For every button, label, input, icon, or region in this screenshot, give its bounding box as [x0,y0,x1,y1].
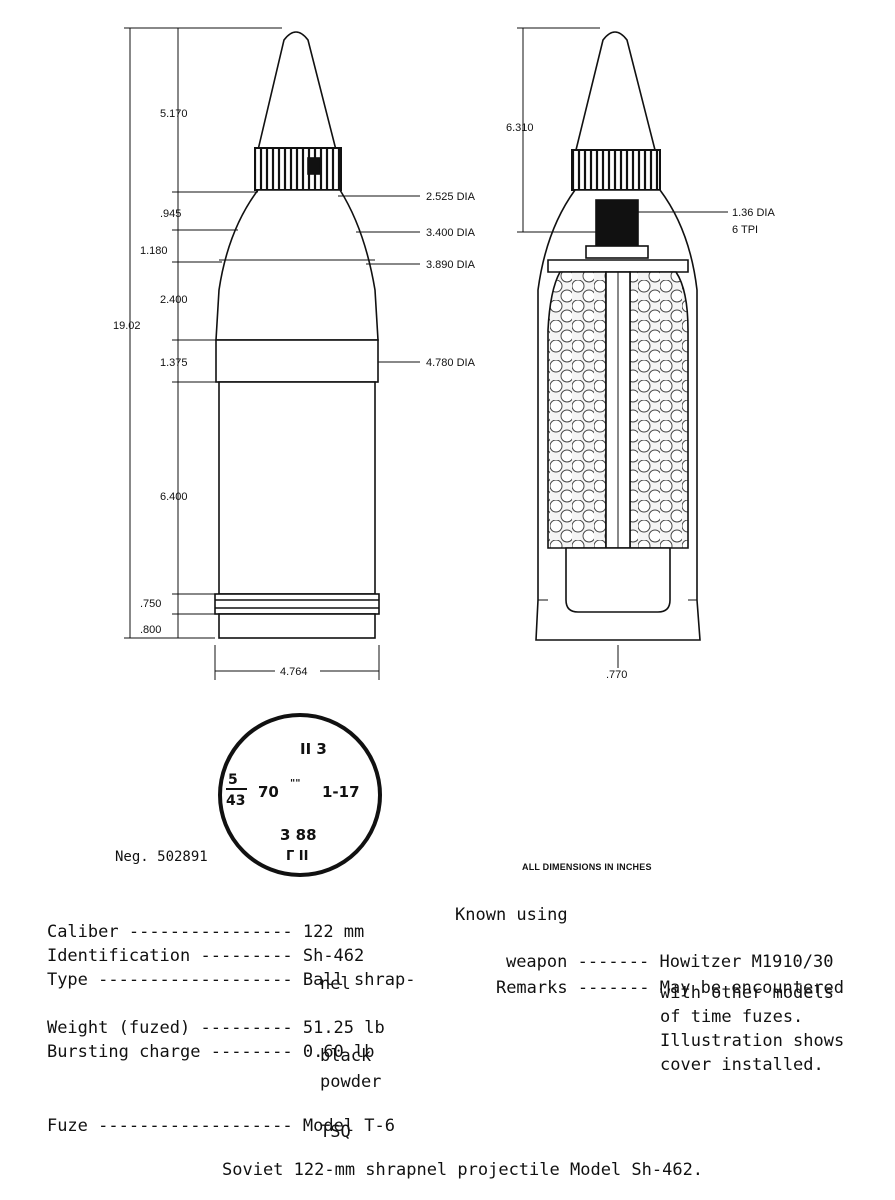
dim-2400: 2.400 [160,294,188,306]
dim-overall-length: 19.02 [113,320,141,332]
stamp-bottom: Г II [286,849,308,864]
spec-value: Model T-6 [302,1116,395,1136]
spec-label: Fuze [46,1116,88,1136]
dim-dia-3890: 3.890 DIA [426,259,476,271]
spec-value: 0.60 lb [302,1042,375,1062]
stamp-fraction-denominator: 43 [226,793,245,809]
spec-value: 51.25 lb [302,1018,385,1038]
remarks-line-4: Illustration shows [660,1031,845,1051]
spec-known-row: weapon ------- Howitzer M1910/30 [465,932,834,992]
remarks-line-2: with other models [660,983,834,1003]
spec-caliber: Caliber ---------------- 122 mm [6,902,364,962]
spec-leader: ------- [567,978,660,998]
spec-leader: -------- [200,1042,303,1062]
spec-fuze-cont: TSQ [320,1122,351,1142]
dim-nose-length: 5.170 [160,108,188,120]
spec-label: Identification [46,946,191,966]
spec-weight: Weight (fuzed) --------- 51.25 lb [6,998,385,1058]
dim-800: .800 [140,624,161,636]
stamp-lower: 3 88 [280,826,317,844]
spec-type-cont: nel [320,974,351,994]
spec-label: Weight (fuzed) [46,1018,191,1038]
stamp-fraction-numerator: 5 [228,772,238,788]
spec-leader: ------- [567,952,660,972]
spec-label: Caliber [46,922,119,942]
spec-value: 122 mm [302,922,365,942]
spec-value: May be encountered [659,978,844,998]
dim-750: .750 [140,598,161,610]
dim-1180: 1.180 [140,245,168,257]
spec-leader: --------- [190,1018,303,1038]
spec-identification: Identification --------- Sh-462 [6,926,364,986]
right-dimension-lines [517,27,728,668]
dim-base-770: .770 [606,669,627,681]
spec-label: Remarks [495,978,568,998]
spec-value: Sh-462 [302,946,365,966]
spec-bursting-cont-1: black [320,1046,372,1066]
stamp-top: II 3 [300,740,327,758]
stamp-center: "" [290,778,300,789]
base-marking-stamp: II 3 5 43 70 "" 1-17 3 88 Г II [218,713,382,877]
dim-6400: 6.400 [160,491,188,503]
dim-dia-2525: 2.525 DIA [426,191,476,203]
spec-value: Howitzer M1910/30 [659,952,834,972]
left-dimension-lines [124,27,420,680]
dim-dia-3400: 3.400 DIA [426,227,476,239]
spec-value: Ball shrap- [302,970,416,990]
spec-label: Type [46,970,88,990]
spec-type: Type ------------------- Ball shrap- [6,950,415,1010]
dim-fuze-length: 6.310 [506,122,534,134]
right-dimension-labels: 6.310 1.36 DIA 6 TPI .770 [506,122,775,681]
stamp-right: 1-17 [322,783,360,801]
spec-label: Bursting charge [46,1042,201,1062]
stamp-left-number: 70 [258,783,279,801]
projectile-drawing: 5.170 .945 1.180 2.400 1.375 6.400 .750 … [113,27,775,877]
remarks-line-5: cover installed. [660,1055,824,1075]
dim-thread-dia: 1.36 DIA [732,207,775,219]
negative-number: Neg. 502891 [115,849,208,865]
spec-leader: ---------------- [118,922,303,942]
spec-leader: --------- [190,946,303,966]
dim-thread-tpi: 6 TPI [732,224,758,236]
spec-known-label-1: Known using [455,905,568,925]
spec-fuze: Fuze ------------------- Model T-6 [6,1096,395,1156]
dim-945: .945 [160,208,181,220]
spec-remarks-row: Remarks ------- May be encountered [455,958,844,1018]
spec-leader: ------------------- [87,1116,303,1136]
dim-dia-4780: 4.780 DIA [426,357,476,369]
external-view [214,31,380,639]
spec-bursting-cont-2: powder [320,1072,382,1092]
all-dimensions-note: ALL DIMENSIONS IN INCHES [522,862,652,872]
cutaway-view [535,31,701,641]
spec-bursting-charge: Bursting charge -------- 0.60 lb [6,1022,375,1082]
remarks-line-3: of time fuzes. [660,1007,804,1027]
dim-width: 4.764 [280,666,308,678]
figure-caption: Soviet 122-mm shrapnel projectile Model … [222,1160,704,1180]
dim-1375: 1.375 [160,357,188,369]
left-dimension-labels: 5.170 .945 1.180 2.400 1.375 6.400 .750 … [113,108,476,678]
spec-label: weapon [505,952,568,972]
spec-leader: ------------------- [87,970,303,990]
